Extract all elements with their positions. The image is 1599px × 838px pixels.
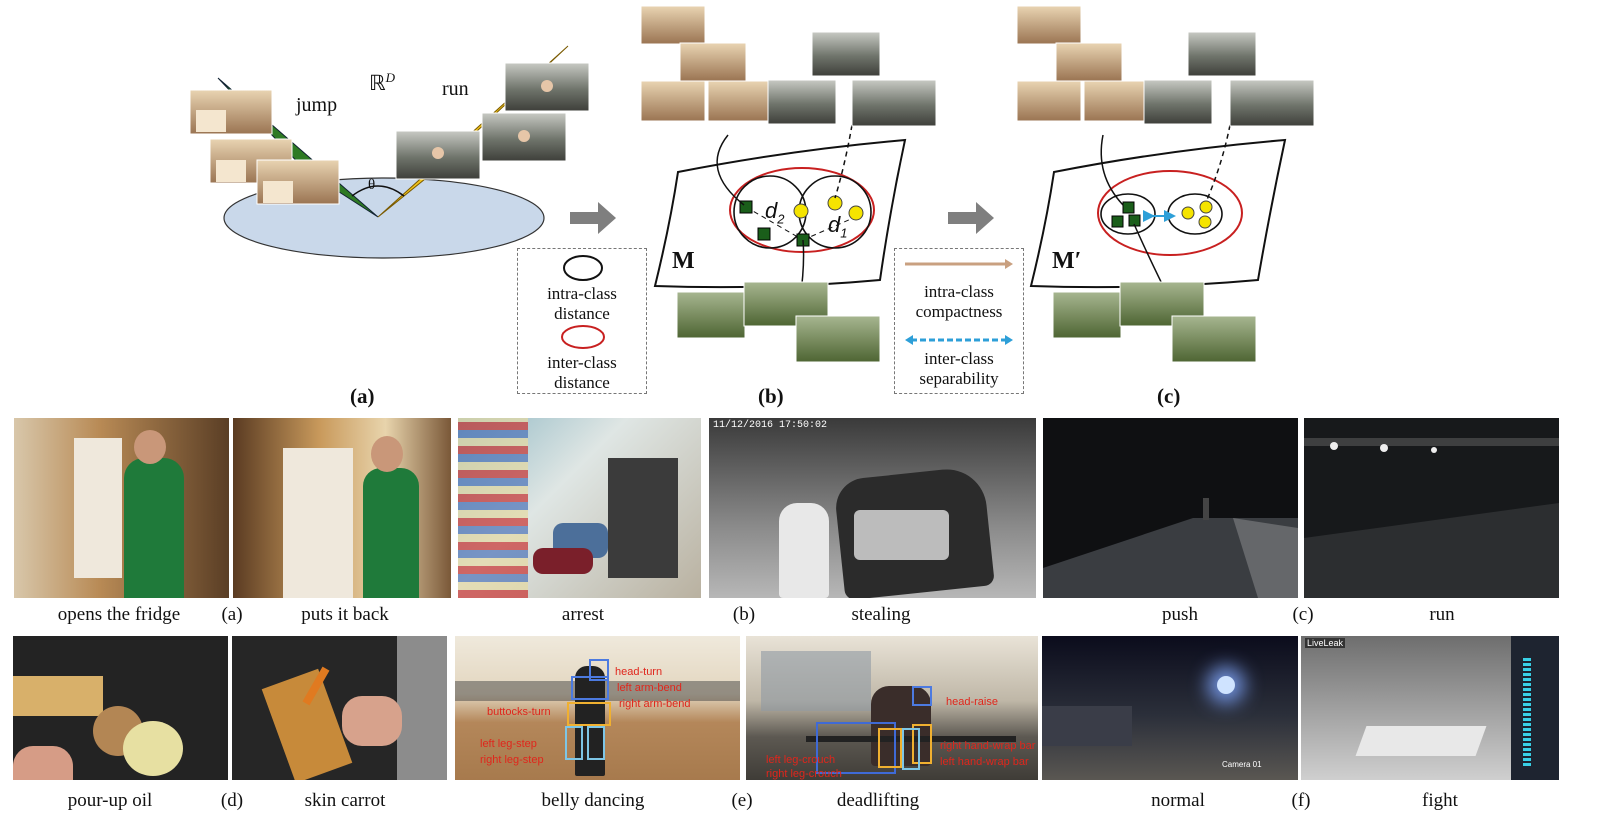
timestamp: 11/12/2016 17:50:02 xyxy=(713,420,828,431)
class-label-run: run xyxy=(442,78,469,100)
legend-objective: intra-class compactness inter-class sepa… xyxy=(894,248,1024,394)
legend-line: distance xyxy=(554,304,610,323)
pose-label: left arm-bend xyxy=(617,682,682,694)
caption-fight: fight xyxy=(1422,790,1458,811)
green-point xyxy=(757,227,771,241)
caption-pour-up-oil: pour-up oil xyxy=(67,790,153,811)
frames-b xyxy=(640,5,937,363)
legend-line: intra-class xyxy=(924,282,994,301)
photo-puts-it-back xyxy=(233,418,451,598)
caption-stealing: stealing xyxy=(851,604,911,625)
yellow-point xyxy=(827,195,843,211)
pose-box xyxy=(565,726,583,760)
photo-opens-fridge xyxy=(14,418,229,598)
legend-line: inter-class xyxy=(924,349,994,368)
caption-belly-dancing: belly dancing xyxy=(541,790,645,811)
pose-box xyxy=(912,724,932,764)
pose-box xyxy=(571,676,609,700)
caption-subfig-b: (b) xyxy=(732,604,756,625)
caption-arrest: arrest xyxy=(561,604,605,625)
green-point xyxy=(1111,215,1124,228)
photo-deadlifting: head-raise right hand-wrap bar left hand… xyxy=(746,636,1038,780)
pose-box xyxy=(902,728,920,770)
pose-box xyxy=(567,702,611,726)
caption-subfig-d: (d) xyxy=(220,790,244,811)
inter-class-ellipse-c xyxy=(1097,170,1243,256)
pose-box xyxy=(587,726,605,760)
yellow-point xyxy=(1198,215,1212,229)
caption-normal: normal xyxy=(1151,790,1205,811)
photo-fight: LiveLeak xyxy=(1301,636,1559,780)
yellow-point xyxy=(1199,200,1213,214)
pose-box xyxy=(912,686,932,706)
legend-line: compactness xyxy=(915,302,1003,321)
caption-run: run xyxy=(1429,604,1455,625)
pose-label: left hand-wrap bar xyxy=(940,756,1029,768)
legend-distance: intra-class distance inter-class distanc… xyxy=(517,248,647,394)
watermark: LiveLeak xyxy=(1305,638,1346,648)
legend-line: distance xyxy=(554,373,610,392)
caption-subfig-a: (a) xyxy=(221,604,243,625)
caption-deadlifting: deadlifting xyxy=(836,790,920,811)
run-frames xyxy=(395,62,590,180)
pose-box xyxy=(878,728,902,768)
pose-label: left leg-step xyxy=(480,738,537,750)
panel-label-b: (b) xyxy=(758,384,784,408)
photo-arrest xyxy=(458,418,701,598)
jump-frames xyxy=(189,89,340,205)
legend-line: separability xyxy=(919,369,999,388)
arrow-b-to-c xyxy=(948,202,994,234)
yellow-point xyxy=(793,203,809,219)
photo-run xyxy=(1304,418,1559,598)
pose-label: right hand-wrap bar xyxy=(940,740,1036,752)
yellow-point xyxy=(1181,206,1195,220)
caption-subfig-e: (e) xyxy=(731,790,753,811)
pose-label: right leg-crouch xyxy=(766,768,842,780)
manifold-m-label: M xyxy=(672,248,695,274)
pose-label: head-turn xyxy=(615,666,663,678)
inter-class-ellipse-b xyxy=(729,167,875,253)
distance-d1-label: d1 xyxy=(828,212,848,241)
yellow-point xyxy=(848,205,864,221)
camera-label: Camera 01 xyxy=(1222,760,1262,769)
pose-label: head-raise xyxy=(946,696,998,708)
caption-skin-carrot: skin carrot xyxy=(304,790,386,811)
class-label-jump: jump xyxy=(296,94,338,116)
angle-label: θ xyxy=(368,177,376,193)
caption-push: push xyxy=(1162,604,1198,625)
photo-belly-dancing: head-turn left arm-bend right arm-bend b… xyxy=(455,636,740,780)
pose-label: left leg-crouch xyxy=(766,754,836,766)
pose-label: buttocks-turn xyxy=(487,706,551,718)
photo-normal: Camera 01 xyxy=(1042,636,1298,780)
top-diagram xyxy=(189,5,1315,363)
space-label: ℝD xyxy=(369,70,396,95)
photo-push xyxy=(1043,418,1298,598)
inter-class-symbol xyxy=(561,325,605,349)
caption-subfig-f: (f) xyxy=(1291,790,1311,811)
pose-label: right leg-step xyxy=(480,754,544,766)
pose-label: right arm-bend xyxy=(619,698,691,710)
pose-box xyxy=(816,722,896,774)
distance-d2-label: d2 xyxy=(765,198,785,227)
pose-box xyxy=(589,659,609,681)
caption-opens-fridge: opens the fridge xyxy=(57,604,181,625)
legend-line: inter-class xyxy=(547,353,617,372)
photo-stealing: 11/12/2016 17:50:02 xyxy=(709,418,1036,598)
frames-c xyxy=(1016,5,1315,363)
panel-label-c: (c) xyxy=(1157,384,1181,408)
caption-puts-it-back: puts it back xyxy=(301,604,389,625)
intra-class-symbol xyxy=(563,255,603,281)
panel-label-a: (a) xyxy=(350,384,375,408)
photo-skin-carrot xyxy=(232,636,447,780)
green-point xyxy=(1122,201,1135,214)
angle-arc xyxy=(351,185,405,197)
photo-pour-up-oil xyxy=(13,636,228,780)
caption-subfig-c: (c) xyxy=(1292,604,1314,625)
arrow-a-to-b xyxy=(570,202,616,234)
manifold-m-prime-label: M′ xyxy=(1052,248,1082,274)
legend-line: intra-class xyxy=(547,284,617,303)
